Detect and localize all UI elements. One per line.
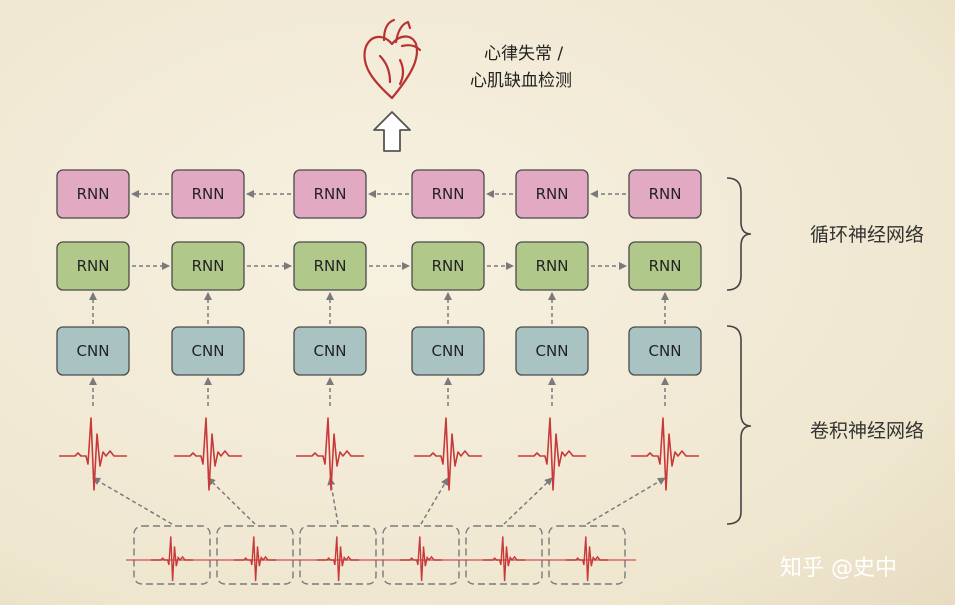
input-segment-ecg xyxy=(150,536,194,582)
rnn-backward-node-label: RNN xyxy=(314,185,347,203)
rnn-backward-node-box xyxy=(628,169,702,219)
input-segment-box xyxy=(133,525,211,585)
rnn-backward-node: RNN xyxy=(411,169,485,219)
rnn-forward-node-box xyxy=(293,241,367,291)
rnn-backward-node: RNN xyxy=(293,169,367,219)
input-segment-ecg xyxy=(565,536,609,582)
rnn-backward-node: RNN xyxy=(171,169,245,219)
segment-to-wave-arrow xyxy=(503,477,553,525)
rnn-forward-node-label: RNN xyxy=(649,257,682,275)
ecg-beat xyxy=(414,417,482,491)
rnn-backward-node: RNN xyxy=(56,169,130,219)
rnn-backward-node-label: RNN xyxy=(536,185,569,203)
input-segment-ecg xyxy=(482,536,526,582)
heart-icon xyxy=(363,18,422,100)
rnn-backward-node-box xyxy=(293,169,367,219)
input-segment-box xyxy=(382,525,460,585)
rnn-group-brace xyxy=(726,177,752,291)
ecg-beat xyxy=(518,417,586,491)
rnn-backward-node-label: RNN xyxy=(649,185,682,203)
rnn-backward-node: RNN xyxy=(628,169,702,219)
rnn-forward-node: RNN xyxy=(411,241,485,291)
cnn-node-box xyxy=(293,326,367,376)
rnn-forward-node-label: RNN xyxy=(314,257,347,275)
ecg-beat xyxy=(59,417,127,491)
rnn-backward-node-label: RNN xyxy=(432,185,465,203)
ecg-beat xyxy=(631,417,699,491)
cnn-node: CNN xyxy=(293,326,367,376)
cnn-node-label: CNN xyxy=(536,342,569,360)
cnn-node: CNN xyxy=(171,326,245,376)
rnn-forward-node: RNN xyxy=(515,241,589,291)
rnn-forward-node: RNN xyxy=(56,241,130,291)
cnn-node-label: CNN xyxy=(649,342,682,360)
cnn-node-label: CNN xyxy=(314,342,347,360)
rnn-backward-node-box xyxy=(171,169,245,219)
cnn-node-box xyxy=(515,326,589,376)
cnn-node-label: CNN xyxy=(192,342,225,360)
cnn-node-box xyxy=(171,326,245,376)
rnn-backward-node-box xyxy=(515,169,589,219)
rnn-forward-node: RNN xyxy=(171,241,245,291)
rnn-forward-node: RNN xyxy=(628,241,702,291)
input-segment-ecg xyxy=(233,536,277,582)
output-label-line2: 心肌缺血检测 xyxy=(470,71,572,91)
input-segment-ecg xyxy=(399,536,443,582)
ecg-waveforms xyxy=(59,417,699,491)
input-segment-box xyxy=(548,525,626,585)
cnn-node-label: CNN xyxy=(77,342,110,360)
watermark: 知乎 @史中 xyxy=(780,556,897,581)
segment-to-wave-arrow xyxy=(207,477,256,525)
rnn-backward-node-box xyxy=(56,169,130,219)
rnn-forward-node-label: RNN xyxy=(536,257,569,275)
ecg-beat xyxy=(296,417,364,491)
cnn-node-label: CNN xyxy=(432,342,465,360)
rnn-forward-node-box xyxy=(411,241,485,291)
rnn-backward-node: RNN xyxy=(515,169,589,219)
input-segment-ecg xyxy=(316,536,360,582)
rnn-forward-node-label: RNN xyxy=(77,257,110,275)
up-arrow-icon xyxy=(373,111,411,152)
cnn-node: CNN xyxy=(411,326,485,376)
input-segment-box xyxy=(216,525,294,585)
segment-to-wave-arrow xyxy=(420,477,449,525)
rnn-forward-node-label: RNN xyxy=(432,257,465,275)
rnn-forward-node-box xyxy=(171,241,245,291)
rnn-backward-node-label: RNN xyxy=(77,185,110,203)
cnn-node-box xyxy=(411,326,485,376)
ecg-input-segments xyxy=(126,525,636,585)
rnn-forward-node-box xyxy=(515,241,589,291)
rnn-forward-node-box xyxy=(56,241,130,291)
rnn-backward-node-box xyxy=(411,169,485,219)
input-segment-box xyxy=(465,525,543,585)
network-nodes: RNN RNN CNN RNN RNN CNN RNN RNN CNN RNN RNN CNN RNN R… xyxy=(56,169,702,376)
segment-to-wave-arrow xyxy=(92,477,173,525)
ecg-beat xyxy=(174,417,242,491)
rnn-backward-node-label: RNN xyxy=(192,185,225,203)
cnn-node-box xyxy=(628,326,702,376)
cnn-group-brace xyxy=(726,325,752,525)
segment-to-wave-arrow xyxy=(586,477,666,525)
output-label-line1: 心律失常 / xyxy=(484,44,563,64)
rnn-forward-node-label: RNN xyxy=(192,257,225,275)
cnn-node: CNN xyxy=(56,326,130,376)
cnn-group-label: 卷积神经网络 xyxy=(810,420,924,442)
rnn-group-label: 循环神经网络 xyxy=(810,224,924,246)
cnn-node: CNN xyxy=(515,326,589,376)
rnn-forward-node-box xyxy=(628,241,702,291)
cnn-node: CNN xyxy=(628,326,702,376)
cnn-node-box xyxy=(56,326,130,376)
rnn-forward-node: RNN xyxy=(293,241,367,291)
input-segment-box xyxy=(299,525,377,585)
